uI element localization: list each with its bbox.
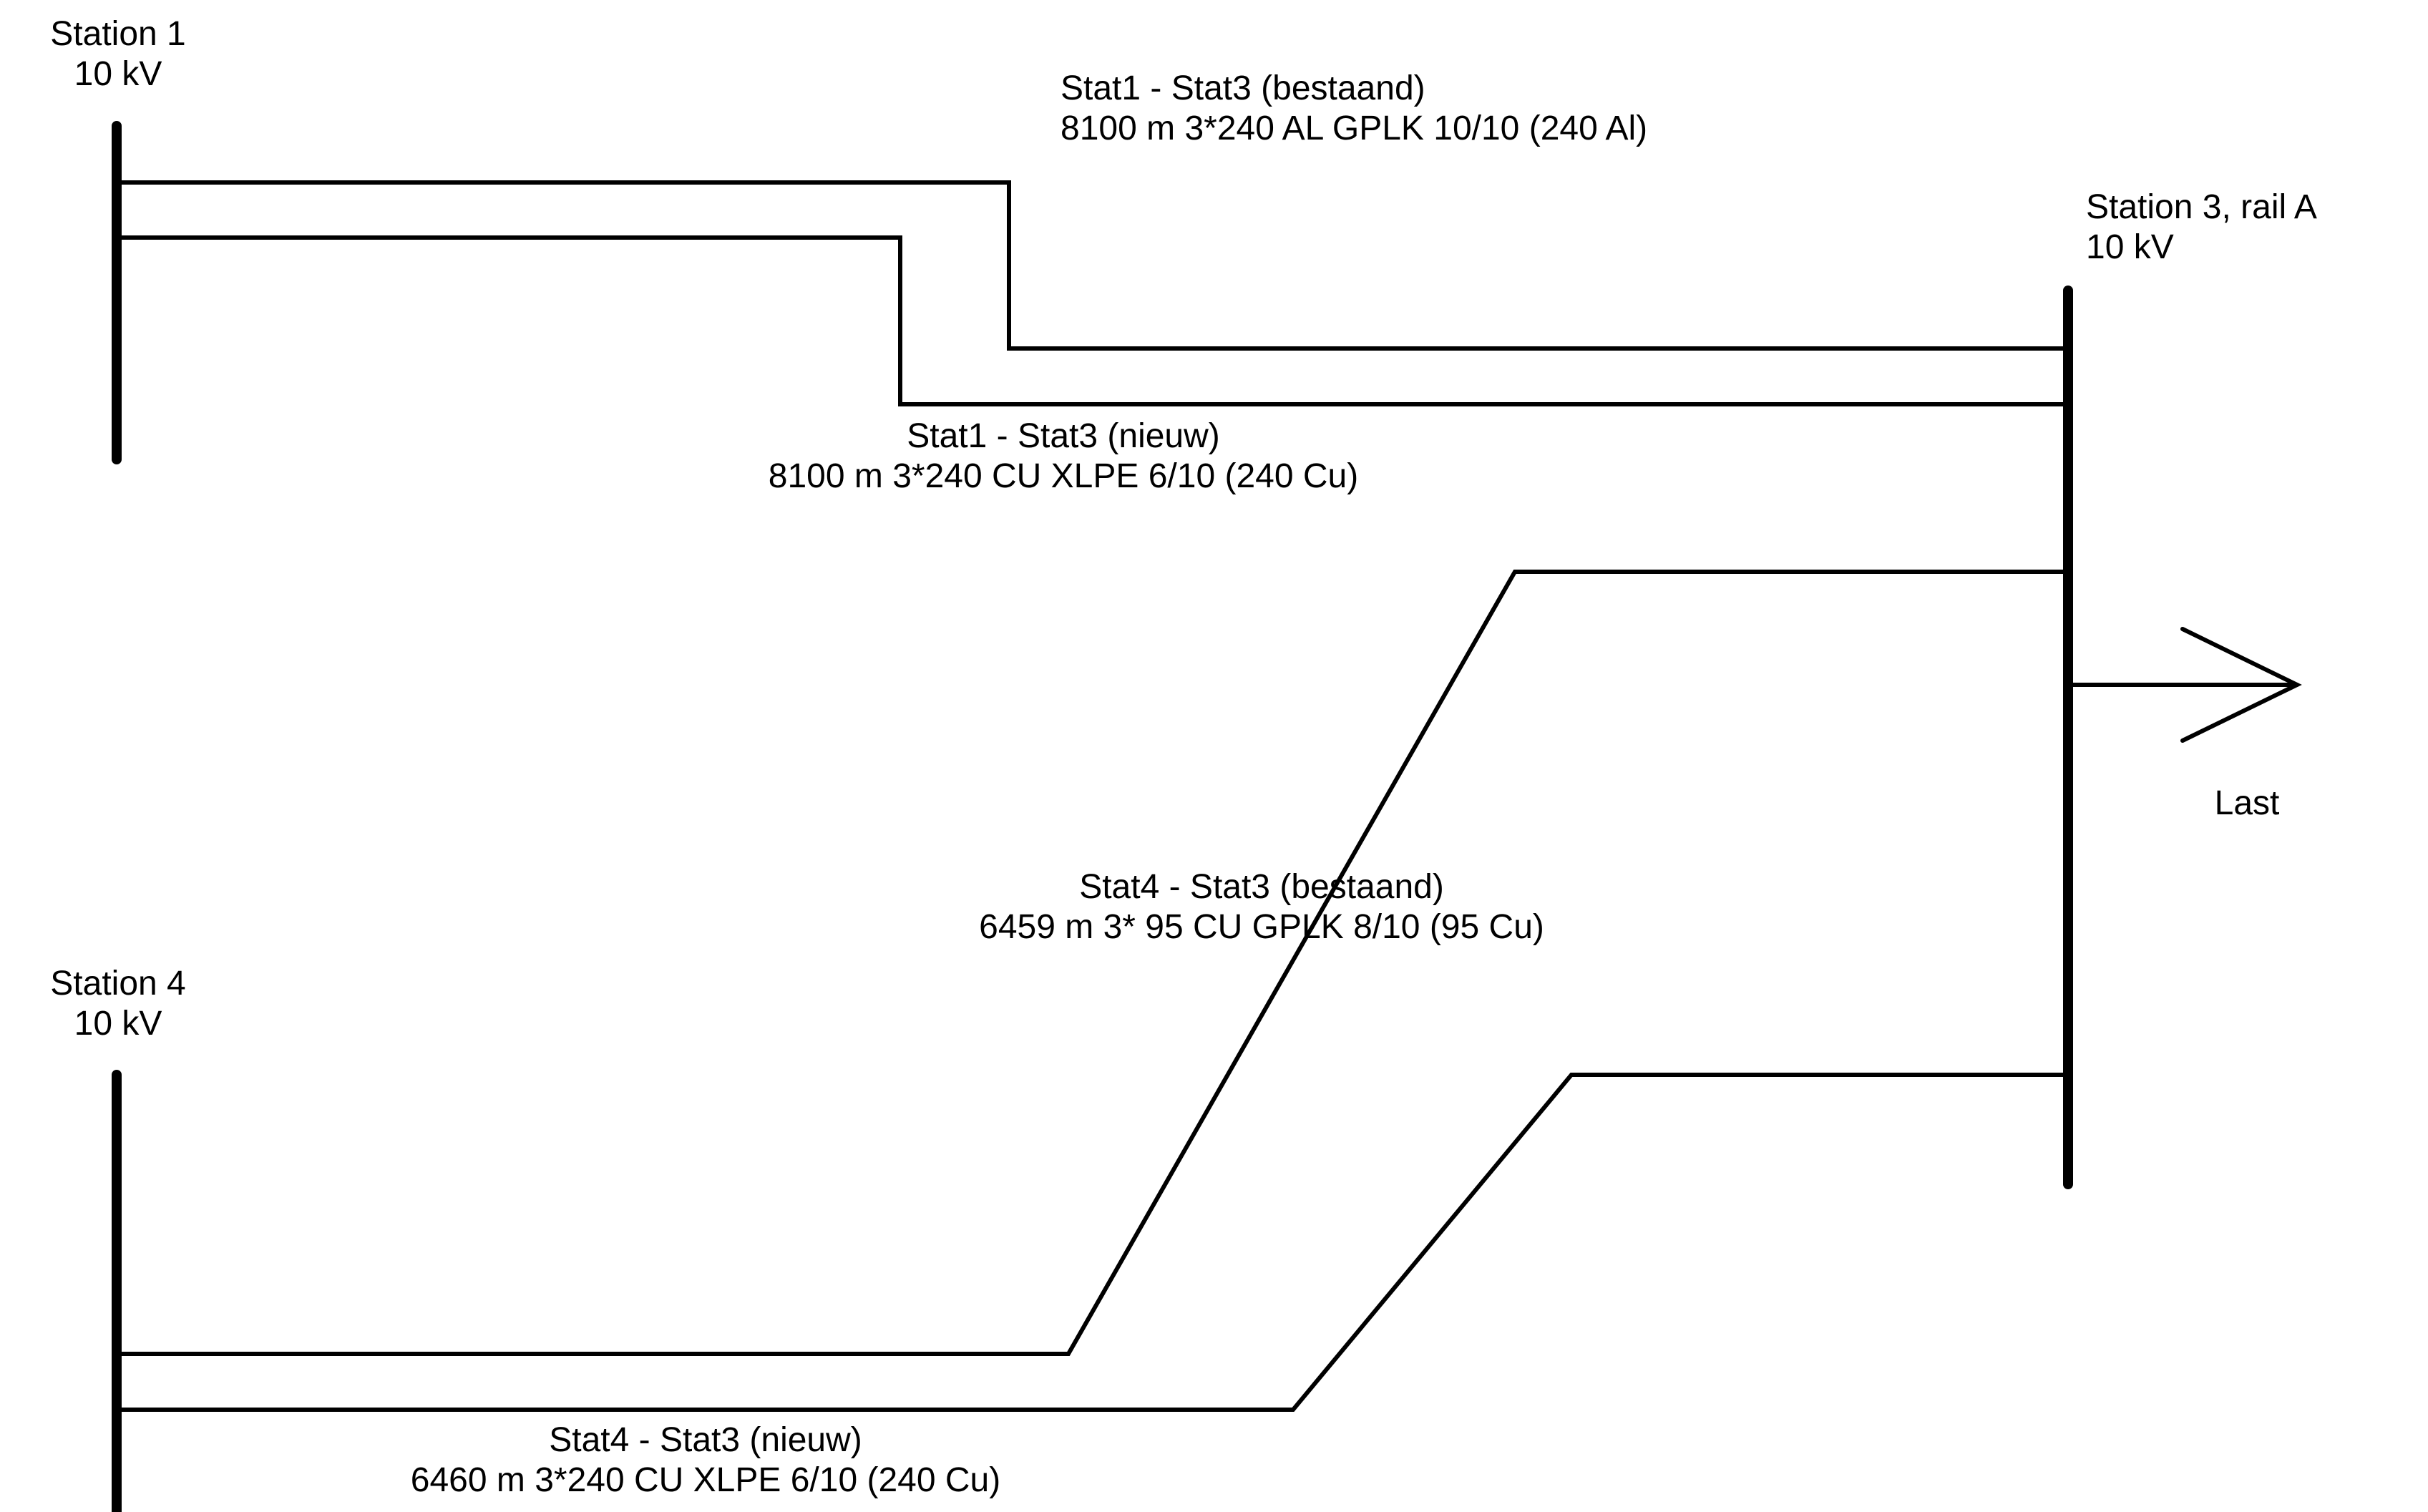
cable-stat1-stat3-existing [114,180,2070,351]
station-3-name: Station 3, rail A [2086,188,2317,226]
load-arrow-icon [2066,627,2302,743]
cable-stat1-stat3-existing-title: Stat1 - Stat3 (bestaand) [1061,69,1425,107]
cable-stat1-stat3-existing-spec: 8100 m 3*240 AL GPLK 10/10 (240 Al) [1061,109,1648,147]
cable-stat1-stat3-new-title: Stat1 - Stat3 (nieuw) [907,417,1220,455]
cable-stat1-stat3-new-label: Stat1 - Stat3 (nieuw) 8100 m 3*240 CU XL… [706,416,1421,497]
station-4-voltage: 10 kV [74,1005,162,1043]
load-label: Last [2214,784,2280,822]
station-1-voltage: 10 kV [74,55,162,93]
station-1-label: Station 1 10 kV [29,14,208,94]
station-4-name: Station 4 [50,965,186,1003]
cable-stat4-stat3-existing-label: Stat4 - Stat3 (bestaand) 6459 m 3* 95 CU… [904,867,1619,947]
cable-stat4-stat3-existing-title: Stat4 - Stat3 (bestaand) [1079,868,1444,906]
station-3-voltage: 10 kV [2086,228,2174,266]
station-1-name: Station 1 [50,15,186,53]
cable-stat4-stat3-new-spec: 6460 m 3*240 CU XLPE 6/10 (240 Cu) [410,1461,1001,1499]
cable-stat4-stat3-existing-spec: 6459 m 3* 95 CU GPLK 8/10 (95 Cu) [979,908,1544,946]
cable-stat4-stat3-existing [114,570,2070,1356]
cable-stat4-stat3-new [114,1073,2070,1412]
station-3-label: Station 3, rail A 10 kV [2086,187,2386,268]
cable-stat1-stat3-new-spec: 8100 m 3*240 CU XLPE 6/10 (240 Cu) [768,457,1359,495]
cable-stat4-stat3-new-title: Stat4 - Stat3 (nieuw) [549,1421,862,1459]
cable-stat4-stat3-new-label: Stat4 - Stat3 (nieuw) 6460 m 3*240 CU XL… [348,1420,1063,1501]
cable-stat1-stat3-existing-label: Stat1 - Stat3 (bestaand) 8100 m 3*240 AL… [1061,69,1848,149]
cable-stat1-stat3-new [114,235,2070,406]
station-4-label: Station 4 10 kV [29,964,208,1044]
